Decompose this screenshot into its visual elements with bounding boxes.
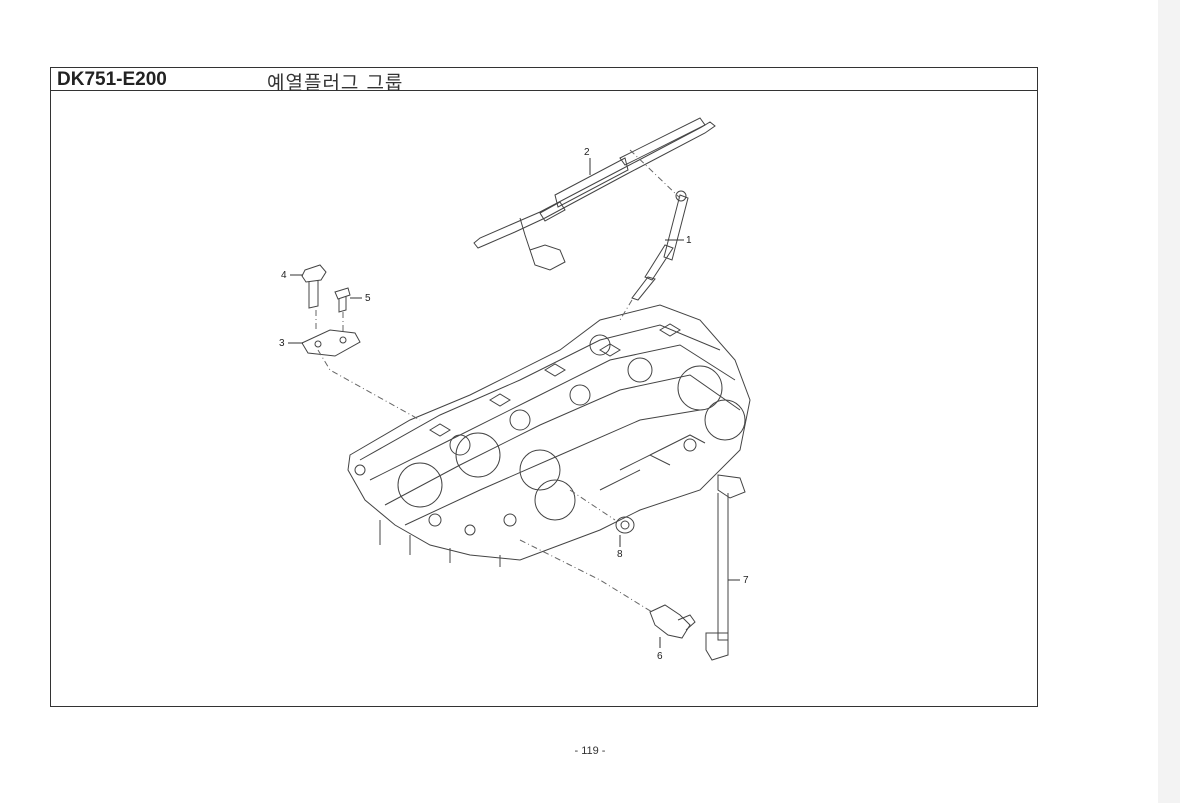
part-4-bolt (301, 264, 327, 309)
assembly-lines (315, 149, 681, 613)
part-8-plug (615, 516, 635, 534)
part-1-glow-plug (631, 190, 689, 301)
page-number: - 119 - (574, 745, 606, 757)
callout-8: 8 (617, 549, 623, 560)
callout-1: 1 (686, 235, 692, 246)
callout-4: 4 (281, 270, 287, 281)
part-2-lead-plate (473, 117, 716, 271)
leader-lines (288, 158, 740, 648)
callout-6: 6 (657, 651, 663, 662)
part-group-title: 예열플러그 그룹 (267, 72, 404, 94)
cylinder-head (347, 304, 751, 567)
callout-7: 7 (743, 575, 749, 586)
part-7-wire-harness (705, 474, 746, 661)
scan-edge (1158, 0, 1180, 803)
part-5-screw (334, 287, 351, 313)
callout-3: 3 (279, 338, 285, 349)
title-bar: DK751-E200 예열플러그 그룹 (51, 68, 1037, 94)
part-3-bracket (301, 329, 361, 357)
callout-2: 2 (584, 147, 590, 158)
parts-diagram-frame: DK751-E200 예열플러그 그룹 (50, 67, 1038, 707)
part-group-code: DK751-E200 (57, 69, 167, 90)
part-6-sensor (649, 604, 696, 639)
callout-5: 5 (365, 293, 371, 304)
